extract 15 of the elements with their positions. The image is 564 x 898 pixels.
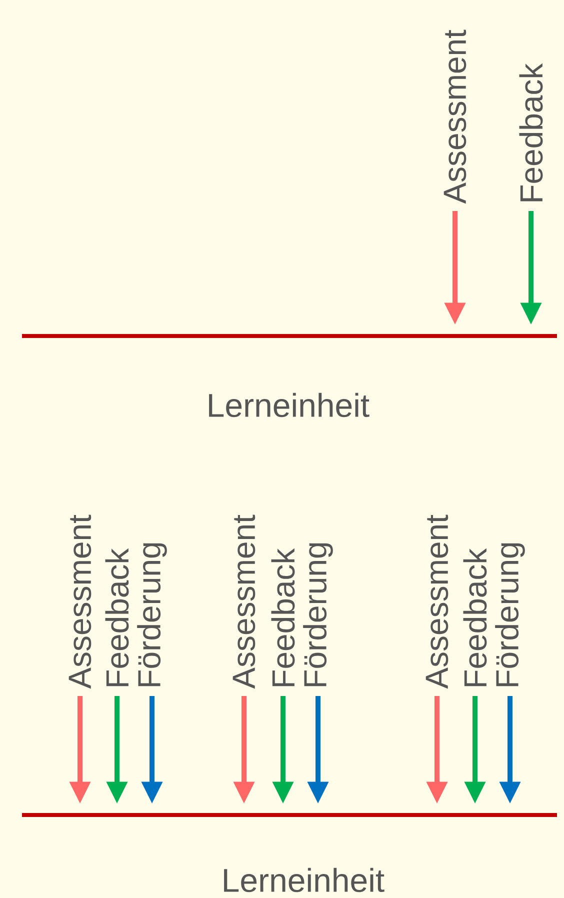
- rotated-label: Assessment: [444, 30, 466, 204]
- timeline-bar: [22, 813, 557, 817]
- timeline-bar: [22, 334, 557, 338]
- caption-text: Lerneinheit: [209, 392, 370, 418]
- rotated-label: Feedback: [463, 548, 487, 686]
- rotated-label: Förderung: [303, 543, 333, 686]
- rotated-label: Förderung: [137, 543, 167, 686]
- rotated-label: Assessment: [68, 514, 92, 689]
- rotated-label: Assessment: [426, 514, 448, 689]
- rotated-label: Assessment: [232, 514, 256, 689]
- caption-text: Lerneinheit: [224, 868, 384, 892]
- rotated-label: Feedback: [271, 548, 295, 686]
- rotated-label: Feedback: [519, 63, 543, 202]
- rotated-label: Feedback: [105, 548, 129, 686]
- rotated-label: Förderung: [495, 543, 525, 686]
